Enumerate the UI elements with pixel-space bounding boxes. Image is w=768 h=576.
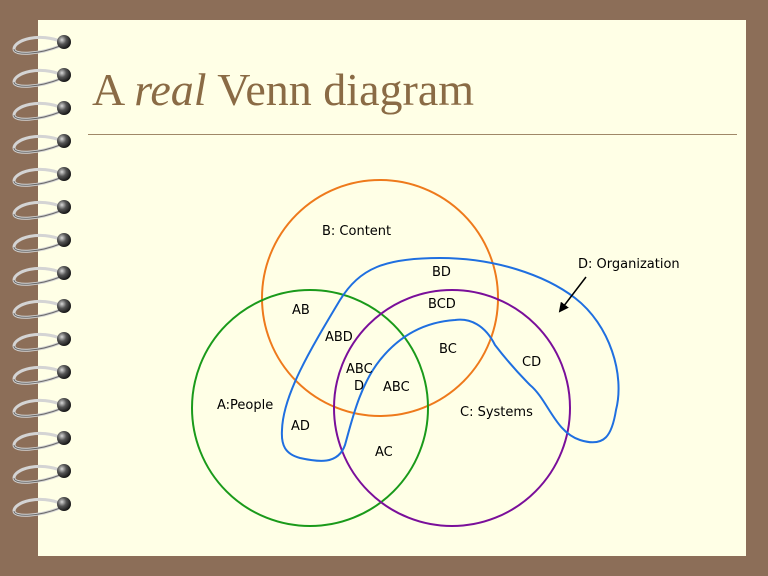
region-abd: ABD <box>325 330 353 345</box>
binding-hole <box>57 431 71 445</box>
region-ac: AC <box>375 445 393 460</box>
title-emphasis: real <box>134 64 207 115</box>
binding-hole <box>57 134 71 148</box>
set-a-circle <box>191 289 429 527</box>
slide-title: A real Venn diagram <box>92 64 475 115</box>
set-b-label: B: Content <box>322 224 391 239</box>
binding-hole <box>57 266 71 280</box>
region-bd: BD <box>432 265 451 280</box>
binding-hole <box>57 365 71 379</box>
binding-hole <box>57 398 71 412</box>
region-ab: AB <box>292 303 310 318</box>
binding-hole <box>57 464 71 478</box>
binding-hole <box>57 299 71 313</box>
spiral-binding <box>12 35 71 517</box>
binding-hole <box>57 35 71 49</box>
set-d-blob <box>280 256 620 462</box>
binding-hole <box>57 497 71 511</box>
binding-hole <box>57 332 71 346</box>
region-abc: ABC <box>383 380 410 395</box>
binding-hole <box>57 101 71 115</box>
set-a-label: A:People <box>217 398 273 413</box>
binding-hole <box>57 68 71 82</box>
region-bc: BC <box>439 342 457 357</box>
set-c-circle <box>333 289 571 527</box>
region-ad: AD <box>291 419 310 434</box>
slide-page <box>38 20 746 556</box>
binding-hole <box>57 200 71 214</box>
region-cd: CD <box>522 355 541 370</box>
set-b-circle <box>261 179 499 417</box>
binding-hole <box>57 167 71 181</box>
title-divider <box>88 134 737 135</box>
region-bcd: BCD <box>428 297 456 312</box>
binding-hole <box>57 233 71 247</box>
set-d-label: D: Organization <box>578 257 680 272</box>
region-abcd-line2: D <box>354 379 364 394</box>
set-c-label: C: Systems <box>460 405 533 420</box>
region-abcd-line1: ABC <box>346 362 373 377</box>
organization-arrow <box>558 276 587 313</box>
